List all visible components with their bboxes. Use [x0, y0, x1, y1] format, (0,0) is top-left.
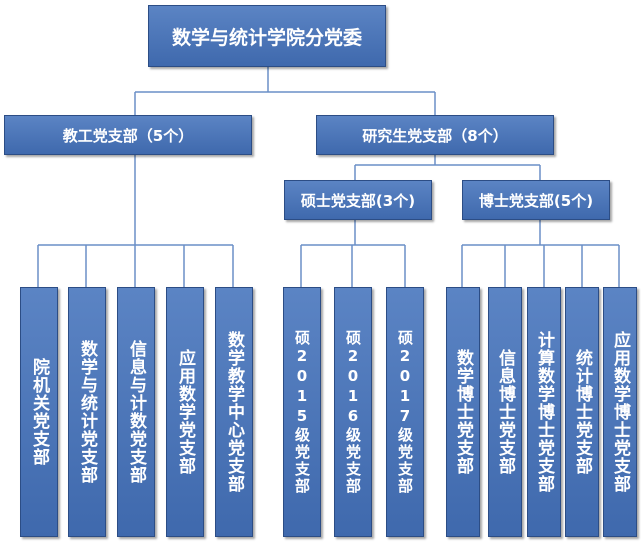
- faculty-unit-node: 信息与计数党支部: [117, 287, 155, 537]
- faculty-branch-node: 教工党支部（5个）: [4, 115, 252, 155]
- faculty-unit-node: 应用数学党支部: [166, 287, 204, 537]
- phd-unit-node: 统计博士党支部: [565, 287, 599, 537]
- master-unit-node: 硕2015级党支部: [283, 287, 321, 537]
- master-unit-node: 硕2017级党支部: [386, 287, 424, 537]
- phd-unit-node: 数学博士党支部: [446, 287, 480, 537]
- faculty-unit-node: 院机关党支部: [20, 287, 58, 537]
- faculty-unit-node: 数学与统计党支部: [68, 287, 106, 537]
- master-branch-node: 硕士党支部(3个): [284, 180, 432, 220]
- faculty-unit-node: 数学教学中心党支部: [215, 287, 253, 537]
- root-node: 数学与统计学院分党委: [148, 5, 386, 67]
- phd-branch-node: 博士党支部(5个): [462, 180, 610, 220]
- phd-unit-node: 信息博士党支部: [488, 287, 522, 537]
- graduate-branch-node: 研究生党支部（8个）: [316, 115, 554, 155]
- master-unit-node: 硕2016级党支部: [334, 287, 372, 537]
- phd-unit-node: 应用数学博士党支部: [603, 287, 637, 537]
- phd-unit-node: 计算数学博士党支部: [527, 287, 561, 537]
